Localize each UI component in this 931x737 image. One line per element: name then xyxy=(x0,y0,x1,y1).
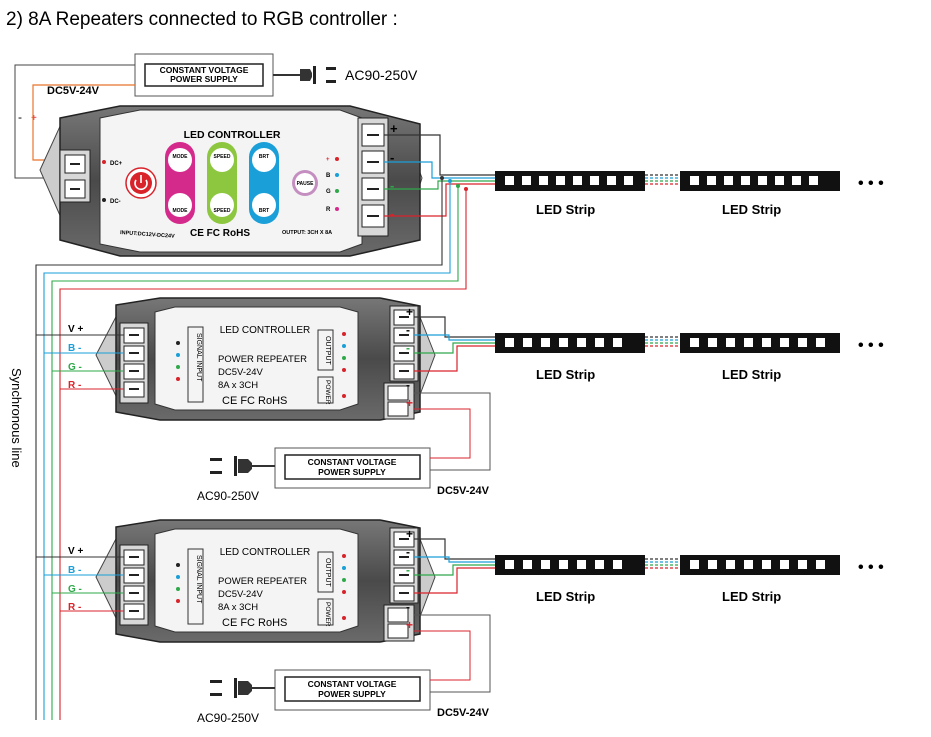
top-pol-plus: + xyxy=(31,113,37,124)
rep-ac-label: AC90-250V xyxy=(197,711,259,725)
out-g-label: G xyxy=(326,189,331,195)
rep-pwr-plus: + xyxy=(406,396,413,410)
top-led-strip-1 xyxy=(495,171,645,191)
rep-ac-plug-icon xyxy=(210,678,275,698)
rep-psu-line2: POWER SUPPLY xyxy=(318,467,386,477)
rep-dc-label: DC5V-24V xyxy=(437,485,490,497)
out-r-label: R xyxy=(326,207,331,213)
rep-out-minus-2: - xyxy=(406,563,410,577)
pause-button-icon: PAUSE xyxy=(292,170,318,196)
rep-output: OUTPUT xyxy=(324,336,331,366)
rep-led-strip-1 xyxy=(495,333,645,353)
top-more-dots: • • • xyxy=(858,175,884,192)
out-plus-label: + xyxy=(326,157,330,163)
rep-in-b: B - xyxy=(68,343,81,354)
brightness-button-icon: BRT BRT xyxy=(249,142,279,224)
rep-power: POWER xyxy=(324,602,331,627)
brt-up-label: BRT xyxy=(259,154,269,160)
controller-cert: CE FC RoHS xyxy=(190,228,250,239)
top-led-strip-2 xyxy=(680,171,840,191)
controller-input-label: INPUT:DC12V-DC24V xyxy=(120,230,175,240)
brt-down-label: BRT xyxy=(259,208,269,214)
speed-button-icon: SPEED SPEED xyxy=(207,142,237,224)
rep-led-strip-1 xyxy=(495,555,645,575)
top-strip-2-label: LED Strip xyxy=(722,202,781,217)
rep-more-dots: • • • xyxy=(858,559,884,576)
rep-led-strip-2 xyxy=(680,333,840,353)
speed-up-label: SPEED xyxy=(214,154,231,160)
rep-ac-label: AC90-250V xyxy=(197,489,259,503)
rep-signal-input: SIGNAL INPUT xyxy=(195,555,202,604)
power-button-icon xyxy=(125,167,157,199)
rep-cert: CE FC RoHS xyxy=(222,395,287,407)
rep-ac-plug-icon xyxy=(210,456,275,476)
rep-out-plus: + xyxy=(406,305,413,319)
rep-l2: DC5V-24V xyxy=(218,367,264,378)
rep-in-b: B - xyxy=(68,565,81,576)
rep-in-g: G - xyxy=(68,584,82,595)
rep-led-strip-2 xyxy=(680,555,840,575)
speed-down-label: SPEED xyxy=(214,208,231,214)
repeater-1: LED CONTROLLER POWER REPEATER DC5V-24V 8A x… xyxy=(36,297,884,503)
top-ac-plug-icon xyxy=(273,66,336,84)
top-power-supply: CONSTANT VOLTAGE POWER SUPPLY xyxy=(134,53,274,97)
rep-l3: 8A x 3CH xyxy=(218,602,258,613)
rep-cert: CE FC RoHS xyxy=(222,617,287,629)
sync-line-label: Synchronous line xyxy=(9,368,24,468)
out-term-minus-g: - xyxy=(390,178,394,193)
rep-name: LED CONTROLLER xyxy=(220,547,311,558)
rep-in-g: G - xyxy=(68,362,82,373)
rgb-controller: + - - - LED CONTROLLER DC+ DC- MODE MODE xyxy=(39,105,423,257)
rep-psu-line1: CONSTANT VOLTAGE xyxy=(308,457,397,467)
rep-l1: POWER REPEATER xyxy=(218,354,307,365)
mode-up-label: MODE xyxy=(173,154,189,160)
mode-down-label: MODE xyxy=(173,208,189,214)
top-dc-label: DC5V-24V xyxy=(47,85,100,97)
dc-plus-label: DC+ xyxy=(110,161,123,167)
repeater-2: LED CONTROLLER POWER REPEATER DC5V-24V 8A x… xyxy=(36,519,884,725)
rep-in-r: R - xyxy=(68,602,81,613)
rep-in-r: R - xyxy=(68,380,81,391)
top-ac-label: AC90-250V xyxy=(345,67,418,83)
rep-in-v: V + xyxy=(68,324,83,335)
rep-out-minus-1: - xyxy=(406,545,410,559)
rep-l2: DC5V-24V xyxy=(218,589,264,600)
rep-name: LED CONTROLLER xyxy=(220,325,311,336)
page-title: 2) 8A Repeaters connected to RGB control… xyxy=(6,9,398,30)
top-strip-1-label: LED Strip xyxy=(536,202,595,217)
out-term-plus: + xyxy=(390,121,398,136)
top-psu-line2: POWER SUPPLY xyxy=(170,74,238,84)
rep-out-plus: + xyxy=(406,527,413,541)
rep-in-v: V + xyxy=(68,546,83,557)
rep-strip-2-label: LED Strip xyxy=(722,589,781,604)
rep-l3: 8A x 3CH xyxy=(218,380,258,391)
rep-pwr-plus: + xyxy=(406,618,413,632)
pause-label: PAUSE xyxy=(297,181,315,187)
rep-power: POWER xyxy=(324,380,331,405)
rep-psu-line2: POWER SUPPLY xyxy=(318,689,386,699)
out-b-label: B xyxy=(326,173,331,179)
rep-psu-line1: CONSTANT VOLTAGE xyxy=(308,679,397,689)
rep-pwr-minus: - xyxy=(406,600,410,614)
out-term-minus-b: - xyxy=(390,150,394,165)
rep-strip-1-label: LED Strip xyxy=(536,589,595,604)
controller-output-label: OUTPUT: 3CH X 8A xyxy=(282,230,332,236)
dc-minus-label: DC- xyxy=(110,199,121,205)
controller-name: LED CONTROLLER xyxy=(184,129,281,141)
out-term-minus-r: - xyxy=(390,206,394,221)
rep-out-minus-1: - xyxy=(406,323,410,337)
rep-dc-label: DC5V-24V xyxy=(437,707,490,719)
rep-pwr-minus: - xyxy=(406,378,410,392)
rep-out-minus-2: - xyxy=(406,341,410,355)
mode-button-icon: MODE MODE xyxy=(165,142,195,224)
rep-more-dots: • • • xyxy=(858,337,884,354)
rep-signal-input: SIGNAL INPUT xyxy=(195,333,202,382)
rep-output: OUTPUT xyxy=(324,558,331,588)
rep-strip-2-label: LED Strip xyxy=(722,367,781,382)
rep-strip-1-label: LED Strip xyxy=(536,367,595,382)
rep-l1: POWER REPEATER xyxy=(218,576,307,587)
top-psu-line1: CONSTANT VOLTAGE xyxy=(160,65,249,75)
top-pol-minus: - xyxy=(18,110,22,124)
